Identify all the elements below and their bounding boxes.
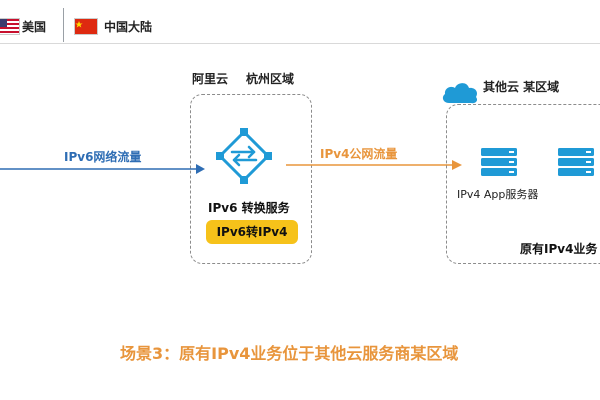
ipv6-conversion-icon	[216, 128, 272, 184]
header-divider	[0, 43, 600, 44]
usa-flag-icon	[0, 18, 20, 35]
hangzhou-zone	[190, 94, 312, 264]
ipv4-flow-label: IPv4公网流量	[320, 147, 398, 161]
cloud-icon	[440, 79, 480, 107]
other-cloud-title: 其他云 某区域	[483, 80, 560, 94]
server-icon	[556, 147, 596, 177]
ipv4-flow-arrowhead	[452, 160, 462, 170]
conversion-service-label: IPv6 转换服务	[208, 201, 290, 215]
region-label-china: 中国大陆	[104, 20, 153, 34]
scenario-caption: 场景3：原有IPv4业务位于其他云服务商某区域	[120, 344, 459, 363]
ipv4-app-server-label: IPv4 App服务器	[457, 188, 539, 201]
region-divider	[63, 8, 64, 42]
region-label-usa: 美国	[22, 20, 47, 34]
hangzhou-title-provider: 阿里云	[192, 72, 229, 86]
server-icon	[479, 147, 519, 177]
ipv6-flow-arrowhead	[196, 164, 205, 174]
existing-ipv4-business-label: 原有IPv4业务	[520, 242, 598, 256]
hangzhou-title-region: 杭州区域	[246, 72, 295, 86]
other-cloud-zone	[446, 104, 600, 264]
ipv6-to-ipv4-badge: IPv6转IPv4	[206, 220, 298, 244]
china-flag-icon	[74, 18, 98, 35]
ipv6-flow-label: IPv6网络流量	[64, 150, 142, 164]
